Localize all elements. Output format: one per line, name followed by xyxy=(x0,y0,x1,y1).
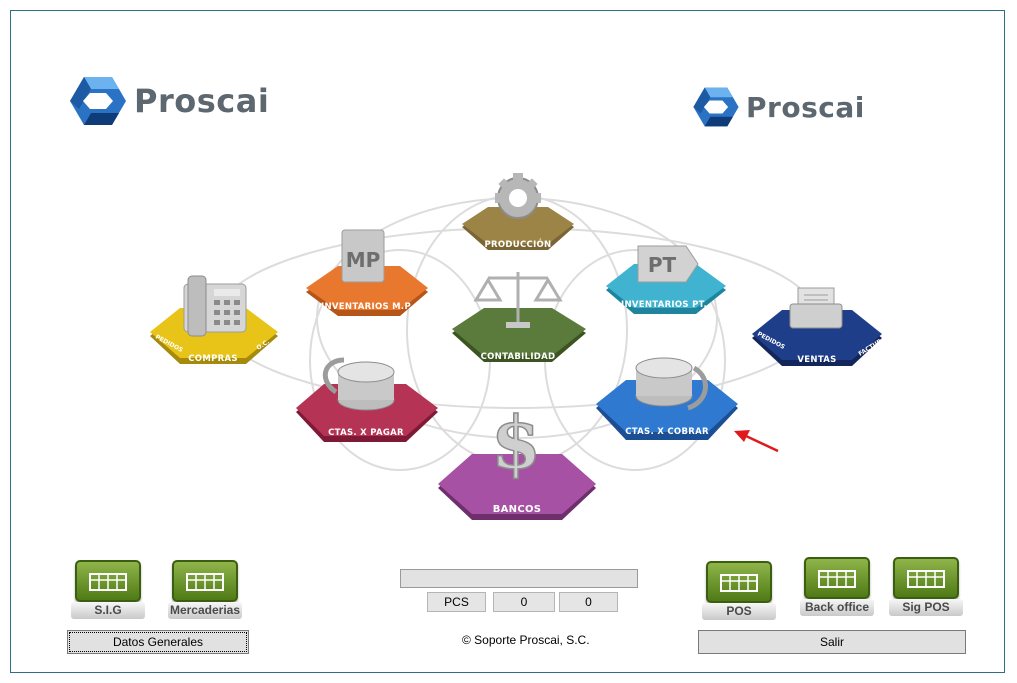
status-value-2: 0 xyxy=(559,592,618,612)
pos-button[interactable]: POS xyxy=(702,561,776,620)
logo-text: Proscai xyxy=(134,82,270,120)
module-label: VENTAS xyxy=(797,355,836,365)
module-label: CONTABILIDAD xyxy=(481,352,556,362)
dollar-sign-icon: $ xyxy=(490,399,542,486)
building-icon xyxy=(893,557,959,599)
module-produccion[interactable]: PRODUCCIÓN xyxy=(462,173,574,250)
sig-button[interactable]: S.I.G xyxy=(71,560,145,619)
scale-icon xyxy=(473,272,563,328)
module-label: CTAS. X COBRAR xyxy=(625,427,709,437)
mercaderias-button[interactable]: Mercaderias xyxy=(168,560,242,619)
building-icon xyxy=(172,560,238,602)
proscai-logo-right: Proscai xyxy=(693,86,865,128)
pt-tag-icon: PT xyxy=(637,245,699,283)
coins-icon xyxy=(322,357,395,411)
copyright-text: © Soporte Proscai, S.C. xyxy=(462,633,590,647)
proscai-hex-icon xyxy=(693,87,739,127)
module-contabilidad[interactable]: CONTABILIDAD xyxy=(452,272,586,362)
module-inventarios-mp[interactable]: MP INVENTARIOS M.P. xyxy=(306,229,428,316)
module-label: INVENTARIOS M.P. xyxy=(321,302,413,312)
module-label: COMPRAS xyxy=(188,354,238,364)
proscai-logo-left: Proscai xyxy=(70,75,269,127)
module-label: CTAS. X PAGAR xyxy=(328,428,404,438)
module-bancos[interactable]: $ BANCOS xyxy=(438,399,596,520)
printer-icon xyxy=(789,287,843,329)
coins-icon xyxy=(635,357,708,411)
module-label: INVENTARIOS PT. xyxy=(621,300,707,310)
module-ventas[interactable]: VENTAS PEDIDOS FACTUR. xyxy=(752,287,885,366)
salir-button[interactable]: Salir xyxy=(698,630,966,654)
module-label: PRODUCCIÓN xyxy=(485,238,552,250)
proscai-hex-icon xyxy=(70,77,126,125)
module-inventarios-pt[interactable]: PT INVENTARIOS PT. xyxy=(606,245,726,314)
building-icon xyxy=(804,557,870,599)
phone-icon xyxy=(183,275,247,337)
gear-icon xyxy=(495,173,541,219)
mp-tag-label: MP xyxy=(346,248,381,272)
module-ctas-cobrar[interactable]: CTAS. X COBRAR xyxy=(596,357,738,440)
mercaderias-label: Mercaderias xyxy=(168,602,242,619)
module-compras[interactable]: COMPRAS PEDIDOS O.C. xyxy=(150,275,278,364)
pos-label: POS xyxy=(702,603,776,620)
status-code: PCS xyxy=(427,592,486,612)
building-icon xyxy=(75,560,141,602)
sig-pos-button[interactable]: Sig POS xyxy=(889,557,963,616)
status-value-1: 0 xyxy=(493,592,555,612)
red-arrow-annotation xyxy=(734,430,779,453)
sig-pos-label: Sig POS xyxy=(889,599,963,616)
module-ctas-pagar[interactable]: CTAS. X PAGAR xyxy=(296,357,438,442)
svg-text:$: $ xyxy=(491,400,541,485)
module-label: BANCOS xyxy=(493,504,542,515)
sig-label: S.I.G xyxy=(71,602,145,619)
pt-tag-label: PT xyxy=(648,253,677,277)
status-bar xyxy=(400,569,638,588)
back-office-label: Back office xyxy=(800,599,874,616)
logo-text: Proscai xyxy=(746,90,865,124)
back-office-button[interactable]: Back office xyxy=(800,557,874,616)
mp-box-icon: MP xyxy=(341,229,385,283)
building-icon xyxy=(706,561,772,603)
datos-generales-button[interactable]: Datos Generales xyxy=(67,630,249,654)
